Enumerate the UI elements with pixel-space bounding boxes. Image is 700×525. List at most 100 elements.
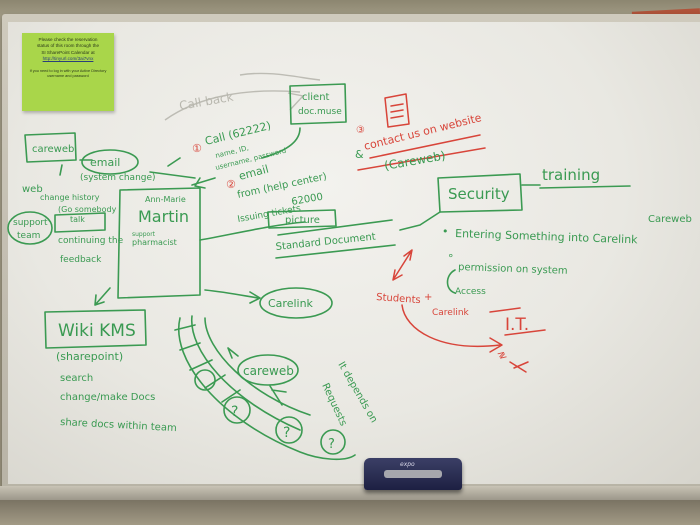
sticky-small-2: username and password (47, 73, 89, 78)
arrow-to-martin (191, 177, 216, 189)
client-doc-text: doc.muse (298, 107, 342, 117)
connector (167, 157, 181, 167)
arrow-to-carelink (204, 289, 259, 299)
connector (59, 164, 63, 176)
client-text: client (302, 92, 330, 103)
bullet-1: • (442, 225, 449, 238)
queue-inner-curve-2 (204, 317, 311, 416)
share-docs-text: share docs within team (60, 417, 177, 434)
entering-text: Entering Something into Carelink (455, 227, 638, 246)
underline (277, 219, 393, 236)
security-box (437, 173, 523, 213)
arrow-to-wiki (94, 287, 111, 306)
ann-marie-text: Ann-Marie (145, 195, 186, 204)
marker-tray (0, 486, 700, 500)
email-circle-left (81, 149, 139, 175)
call-text: Call (62222) (204, 119, 273, 148)
arrow-head (227, 347, 239, 359)
queue-circle-4 (320, 429, 346, 455)
picture-text: picture (285, 215, 320, 226)
sticky-line-1: Please check the reservation (38, 37, 98, 42)
circle-2-marker: ② (226, 178, 236, 191)
careweb-bottom-circle (237, 354, 299, 386)
careweb-right-text: Careweb (648, 214, 692, 225)
double-arrow (392, 249, 413, 281)
picture-box (267, 209, 337, 229)
search-text: search (60, 373, 93, 384)
wiki-box (44, 309, 147, 349)
ext-text: 62000 (291, 192, 324, 208)
sticky-small-1: If you need to log in with your Active D… (29, 68, 107, 73)
talk-text: talk (70, 215, 85, 224)
sharepoint-text: (sharepoint) (56, 350, 123, 363)
document-icon-lines (390, 103, 404, 119)
queue-circle-2 (223, 396, 251, 424)
underline (275, 244, 396, 259)
sticky-line-3: SI SharePoint Calendar at (41, 49, 95, 55)
it-underline (504, 329, 546, 336)
it-squiggle: ≷ (496, 349, 509, 363)
support-text: support (13, 218, 48, 228)
change-history-text: change history (40, 193, 100, 202)
email-mid-text: email (237, 162, 270, 182)
bullet-2: ° (448, 252, 454, 265)
circle-1-marker: ① (192, 142, 202, 155)
squiggle-marks (509, 361, 529, 373)
sticky-link: http://tinyurl.com/3ai7vnx (42, 56, 94, 62)
queue-q1: ? (231, 404, 238, 420)
talk-box (54, 212, 106, 233)
pharmacist-text: pharmacist (132, 238, 177, 247)
curve-to-it (401, 304, 501, 347)
it-arrow-line (489, 307, 521, 313)
web-text: web (22, 184, 43, 195)
email-left-text: email (90, 156, 120, 169)
access-text: Access (455, 287, 486, 297)
plus-sign: + (424, 292, 432, 303)
carelink-red-text: Carelink (432, 308, 470, 318)
access-arrow (446, 269, 456, 294)
queue-slots (174, 324, 241, 403)
whiteboard-eraser[interactable]: expo (364, 458, 462, 490)
careweb-top-left-text: careweb (32, 144, 74, 155)
sticky-note: Please check the reservation status of t… (22, 33, 114, 111)
continuing-text: continuing the (58, 236, 124, 246)
queue-q2: ? (283, 425, 290, 441)
ann-marie-box (117, 187, 201, 299)
carelink-oval (259, 287, 333, 319)
document-icon (384, 93, 410, 128)
arrow-head (249, 291, 261, 304)
standard-document-text: Standard Document (275, 232, 376, 253)
connector (199, 221, 306, 241)
underline-red (357, 147, 486, 171)
wiki-text: Wiki KMS (58, 321, 136, 341)
system-change-text: (system change) (80, 173, 156, 183)
call-connector (261, 127, 301, 159)
feedback-text: feedback (60, 255, 102, 265)
eraser-felt (384, 470, 442, 478)
careweb-bottom-text: careweb (243, 364, 294, 378)
callback-arc (164, 90, 301, 121)
students-text: Students (376, 292, 421, 306)
it-text: I.T. (505, 315, 529, 335)
team-text: team (17, 231, 40, 241)
security-text: Security (448, 185, 510, 203)
sticky-line-2: status of this room through the (36, 43, 100, 49)
arrow-head (489, 337, 503, 353)
underline (539, 185, 631, 189)
carelink-box-text: Carelink (268, 297, 314, 310)
requests-text: Requests (319, 382, 348, 428)
callback-text: Call back (178, 90, 234, 113)
wall-bottom (0, 500, 700, 525)
callback-arrow-head (287, 92, 305, 111)
whiteboard-surface (8, 22, 700, 484)
client-doc-box (289, 83, 347, 125)
connector (269, 385, 287, 406)
eraser-brand: expo (400, 461, 415, 468)
support-line-text: support (132, 231, 156, 238)
and-sign: & (355, 148, 364, 161)
queue-circle-1 (194, 369, 216, 391)
queue-circle-3 (275, 416, 303, 444)
underline-red (369, 134, 481, 159)
connector (399, 211, 441, 231)
